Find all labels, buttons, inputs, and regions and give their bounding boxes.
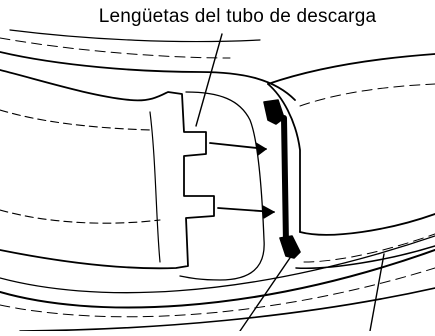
tub-outer-rim	[0, 249, 435, 309]
tub-rim-bottom	[19, 287, 435, 332]
tub-rim-dashed	[0, 267, 435, 318]
discharge-tube-tabs-label: Lengüetas del tubo de descarga	[98, 6, 377, 27]
housing-lower-dashed	[303, 233, 435, 263]
seal-top-clip	[263, 99, 285, 125]
housing-top-curve	[267, 53, 435, 85]
callout-label-container: Lengüetas del tubo de descarga	[0, 6, 435, 28]
leader-line-top	[195, 33, 223, 127]
housing-lower-curve	[299, 213, 435, 236]
housing-bottom-edge	[295, 245, 435, 270]
panel-upper-curve	[0, 51, 296, 101]
leader-line-bottom-right	[369, 253, 385, 332]
opening-frame	[179, 91, 265, 281]
seal-bottom-clip	[279, 235, 301, 259]
tube-inner-contour	[149, 111, 161, 263]
tube-body-lower-curve	[0, 209, 161, 224]
tub-rim-inner-1	[0, 235, 435, 294]
tube-body-outline	[0, 69, 215, 270]
tube-body-inner-curve	[0, 109, 151, 131]
seal-bar	[281, 115, 289, 247]
arrow-upper-head	[255, 142, 267, 156]
housing-dashed-top	[299, 83, 435, 107]
panel-upper-dashed	[0, 37, 231, 59]
panel-top-curve	[9, 29, 261, 43]
leader-line-bottom-left	[239, 251, 295, 332]
arrow-lower-head	[262, 205, 275, 219]
housing-left-edge	[267, 83, 301, 233]
